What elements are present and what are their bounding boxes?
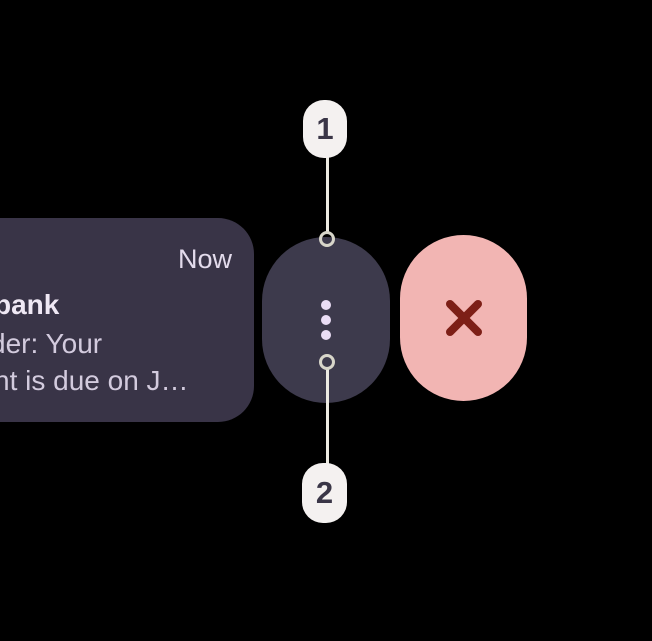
callout-2-line: [326, 369, 329, 464]
callout-1-line: [326, 157, 329, 232]
notification-body-line-1: der: Your: [0, 328, 103, 359]
dismiss-button[interactable]: [400, 235, 527, 401]
callout-1-anchor-ring: [319, 231, 335, 247]
more-vert-icon: [321, 300, 331, 340]
callout-2-number: 2: [315, 475, 334, 510]
close-icon: [442, 296, 486, 340]
notification-timestamp: Now: [177, 244, 232, 274]
notification-body-line-2: nt is due on J…: [0, 365, 189, 396]
callout-1-number: 1: [316, 111, 334, 146]
callout-2-anchor-ring: [319, 354, 335, 370]
notification-card[interactable]: Now bank der: Your nt is due on J…: [0, 218, 254, 422]
callout-2-badge: 2: [302, 463, 347, 523]
callout-1-badge: 1: [303, 100, 347, 158]
notification-title: bank: [0, 289, 60, 320]
